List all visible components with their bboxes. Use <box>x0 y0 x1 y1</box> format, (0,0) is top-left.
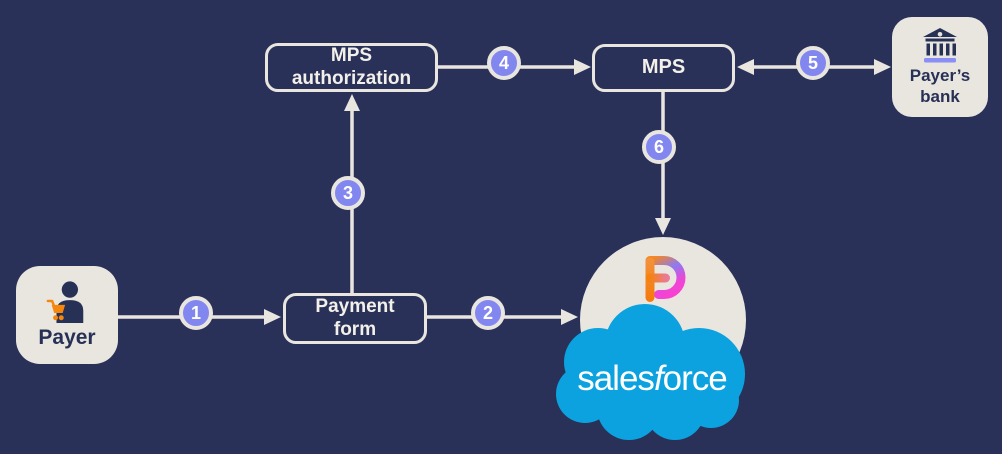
payment-form-label-line2: form <box>333 318 377 340</box>
arrowhead-right-1 <box>264 309 281 325</box>
arrowhead-right-2 <box>561 309 578 325</box>
salesforce-cloud-logo: salesforce <box>556 304 745 440</box>
bank-label-line2: bank <box>920 86 960 106</box>
step-badge-3: 3 <box>331 176 365 210</box>
node-payment-form: Payment form <box>283 293 427 344</box>
gradient-p-logo <box>645 256 686 302</box>
bank-label-line1: Payer’s <box>909 66 971 86</box>
payer-label: Payer <box>38 326 96 349</box>
node-payers-bank: Payer’s bank <box>892 17 988 117</box>
node-payer: Payer <box>16 266 118 364</box>
mps-auth-label-line2: authorization <box>291 67 412 89</box>
payment-form-label-line1: Payment <box>315 296 395 318</box>
arrowhead-right-5 <box>874 59 891 75</box>
node-mps-authorization: MPS authorization <box>265 43 438 92</box>
arrowhead-up-3 <box>344 94 360 111</box>
node-mps: MPS <box>592 44 735 92</box>
salesforce-wordmark: salesforce <box>577 359 727 398</box>
arrowhead-left-5 <box>737 59 754 75</box>
step-badge-5: 5 <box>796 46 830 80</box>
step-badge-6: 6 <box>642 130 676 164</box>
mps-auth-label-line1: MPS <box>330 45 373 67</box>
arrowhead-down-6 <box>655 218 671 235</box>
bank-icon <box>923 28 957 63</box>
person-with-cart-icon <box>46 281 84 324</box>
step-badge-1: 1 <box>179 296 213 330</box>
mps-label: MPS <box>641 56 686 79</box>
step-badge-4: 4 <box>487 46 521 80</box>
arrowhead-right-4 <box>574 59 591 75</box>
step-badge-2: 2 <box>471 296 505 330</box>
